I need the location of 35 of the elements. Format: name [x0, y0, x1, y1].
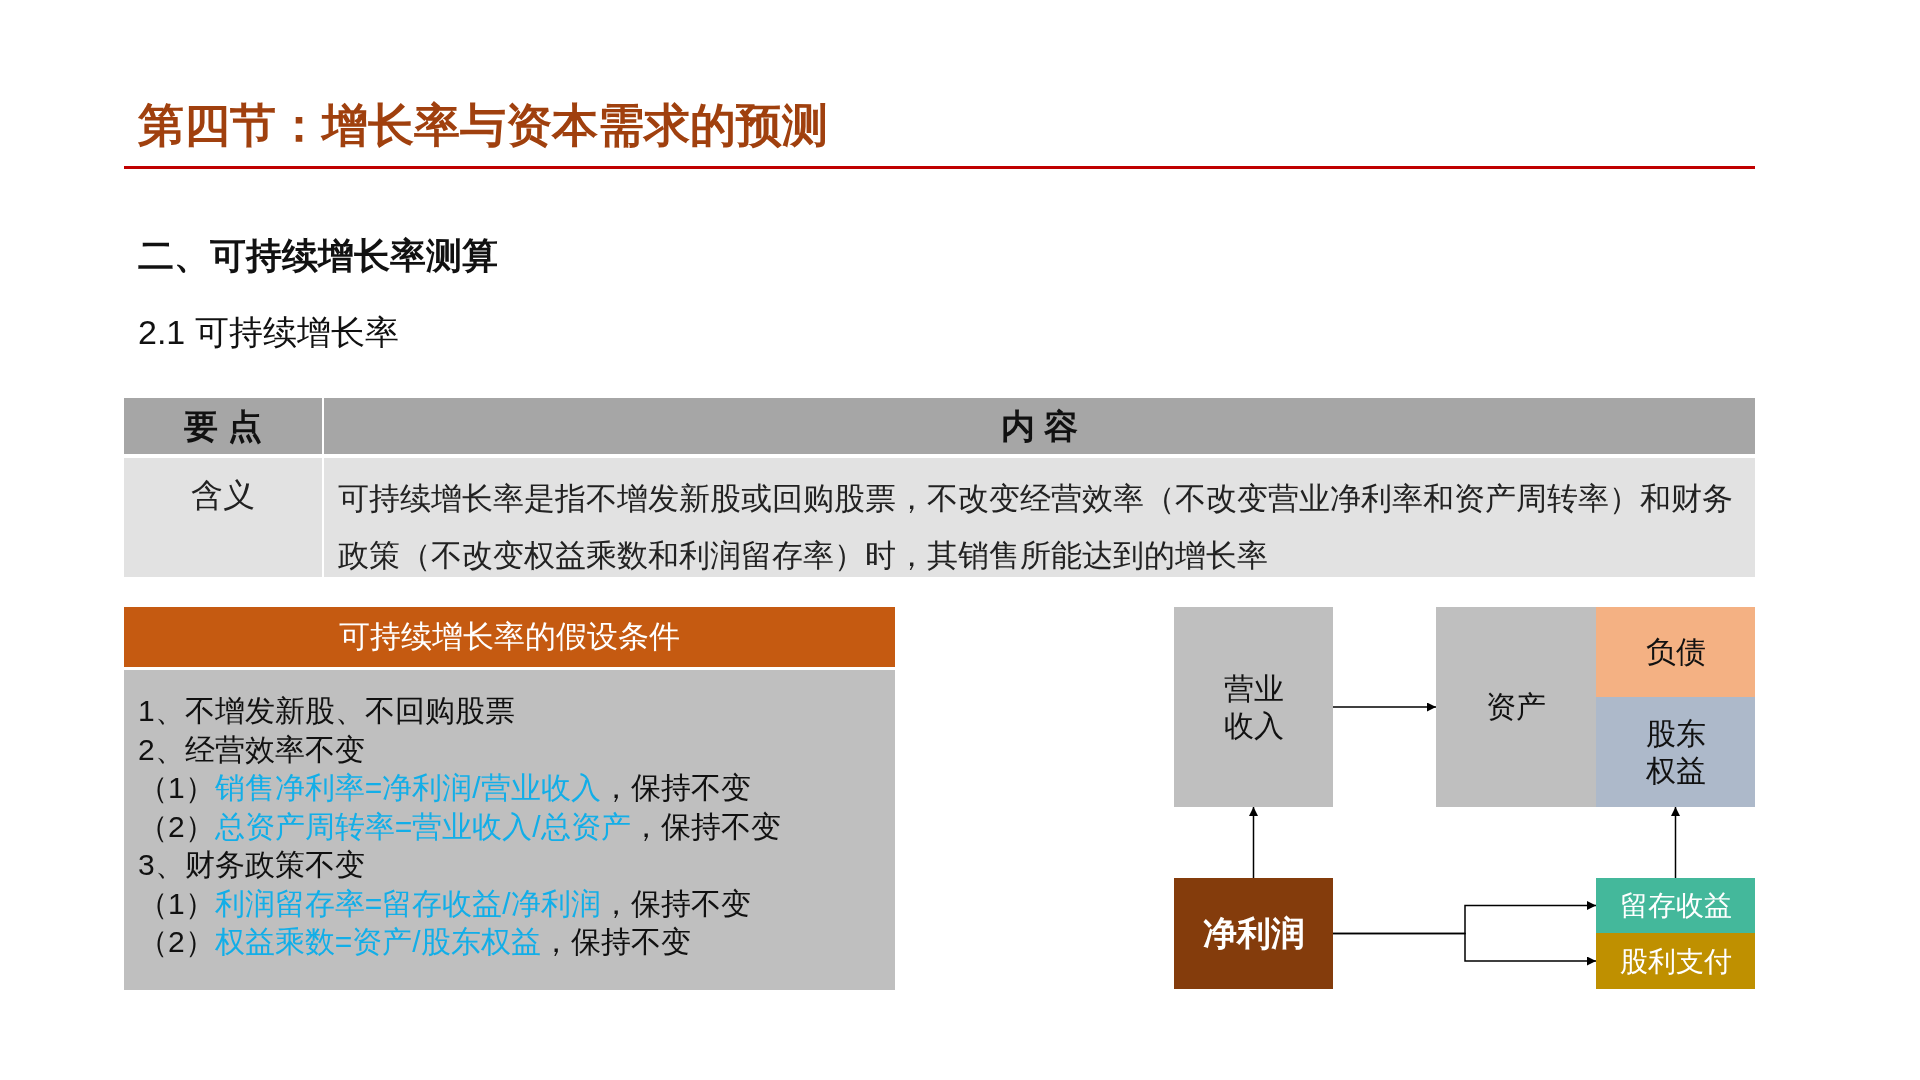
list-item: （2）权益乘数=资产/股东权益，保持不变: [138, 924, 691, 960]
process-box: [1174, 607, 1333, 807]
box-label: 资产: [1486, 689, 1546, 726]
arrow: [1332, 932, 1597, 966]
process-box: [1596, 697, 1755, 807]
process-box: [1436, 607, 1596, 807]
process-box: [1596, 607, 1755, 697]
arrow: [1332, 702, 1437, 712]
list-item: 1、不增发新股、不回购股票: [138, 693, 515, 729]
list-item: （2）总资产周转率=营业收入/总资产，保持不变: [138, 808, 781, 845]
list-item: 2、经营效率不变: [138, 731, 365, 768]
box-label: 留存收益: [1619, 889, 1732, 923]
arrow: [1671, 806, 1680, 879]
section-heading: 二、可持续增长率测算: [138, 234, 498, 278]
list-item: （1）销售净利率=净利润/营业收入，保持不变: [138, 770, 751, 806]
box-label: 营业收入: [1222, 670, 1285, 744]
process-box: [1174, 878, 1333, 989]
panel-header: [124, 607, 895, 667]
box-label: 负债: [1645, 634, 1706, 671]
panel-background: [124, 670, 895, 990]
list-item: 3、财务政策不变: [138, 847, 365, 883]
table-cell: 可持续增长率是指不增发新股或回购股票，不改变经营效率（不改变营业净利率和资产周转率）和财务政策（不改变权益乘数和利润留存率）时，其销售所能达到的增长率: [324, 458, 1755, 577]
process-box: [1596, 933, 1755, 989]
table-header-text: 内 容: [324, 398, 1755, 454]
process-box: [1596, 878, 1755, 933]
slide-title: 第四节：增长率与资本需求的预测: [138, 98, 828, 153]
panel-title: 可持续增长率的假设条件: [339, 617, 680, 656]
box-label: 股东权益: [1644, 715, 1707, 789]
subsection-heading: 2.1 可持续增长率: [138, 312, 399, 353]
list-item: （1）利润留存率=留存收益/净利润，保持不变: [138, 885, 751, 922]
table-cell: 含义: [124, 458, 322, 577]
box-label: 股利支付: [1619, 944, 1732, 979]
arrow: [1249, 806, 1258, 879]
table-header-text: 要 点: [124, 398, 322, 454]
box-label: 净利润: [1202, 913, 1305, 955]
